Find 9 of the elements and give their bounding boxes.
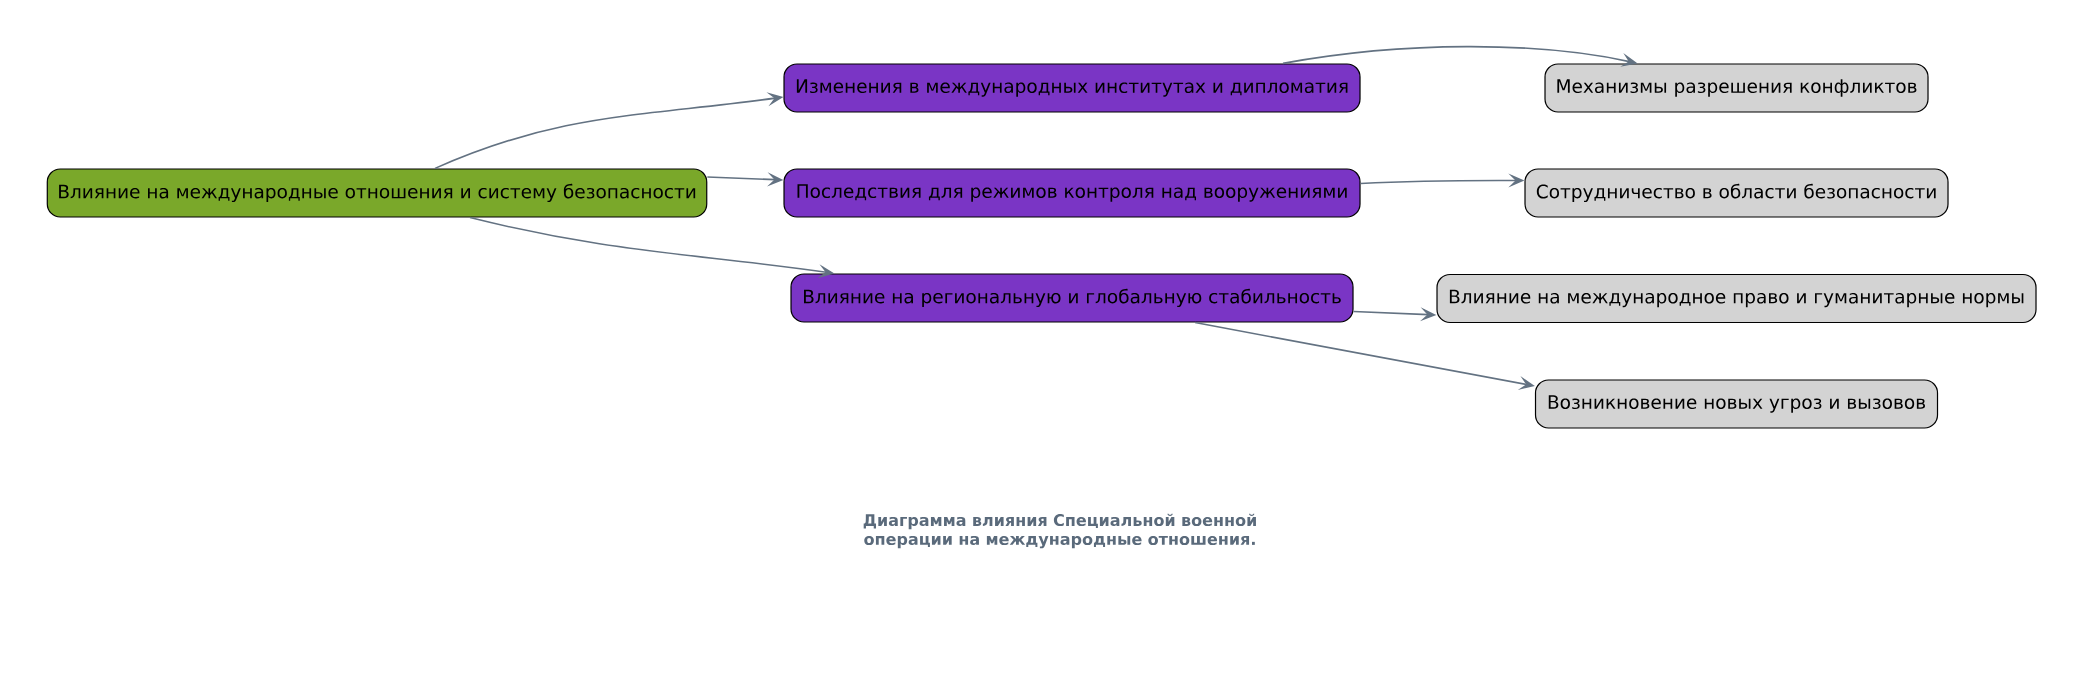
subtopic-box: Изменения в международных институтах и дипломатия <box>783 63 1361 113</box>
subtopic-box: Последствия для режимов контроля над вооружениями <box>783 168 1361 218</box>
subtopic-box: Влияние на региональную и глобальную стабильность <box>790 273 1354 323</box>
outcome-box: Сотрудничество в области безопасности <box>1524 168 1949 218</box>
outcome-box: Возникновение новых угроз и вызовов <box>1534 379 1939 429</box>
topic-box: Влияние на международные отношения и систему безопасности <box>46 168 708 218</box>
caption: Диаграмма влияния Специальной военной операции на международные отношения. <box>863 513 1256 549</box>
outcome-box: Влияние на международное право и гуманитарные нормы <box>1436 273 2037 324</box>
outcome-box: Механизмы разрешения конфликтов <box>1544 63 1929 113</box>
